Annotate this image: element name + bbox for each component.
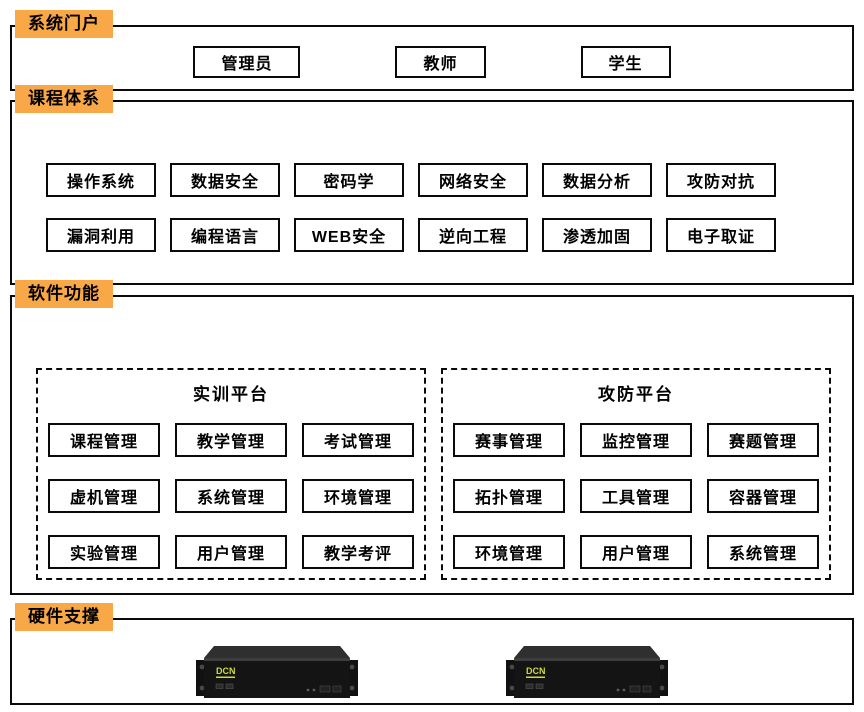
course-item-operating-systems: 操作系统	[46, 163, 156, 197]
training-platform-group: 实训平台 课程管理 教学管理 考试管理 虚机管理 系统管理 环境管理 实验管理 …	[36, 368, 426, 580]
ad-item-monitoring-mgmt: 监控管理	[580, 423, 692, 457]
portal-roles-row: 管理员 教师 学生	[12, 46, 852, 78]
training-item-exam-mgmt: 考试管理	[302, 423, 414, 457]
dcn-logo: DCN	[526, 666, 546, 676]
course-item-penetration-hardening: 渗透加固	[542, 218, 652, 252]
ad-item-environment-mgmt: 环境管理	[453, 535, 565, 569]
portal-section: 系统门户 管理员 教师 学生	[10, 10, 854, 91]
course-item-cryptography: 密码学	[294, 163, 404, 197]
hardware-section: 硬件支撑 DCN	[10, 603, 854, 705]
ad-item-topology-mgmt: 拓扑管理	[453, 479, 565, 513]
portal-section-label: 系统门户	[15, 10, 113, 38]
course-item-data-analysis: 数据分析	[542, 163, 652, 197]
course-item-digital-forensics: 电子取证	[666, 218, 776, 252]
hardware-section-label: 硬件支撑	[15, 603, 113, 631]
course-item-programming-languages: 编程语言	[170, 218, 280, 252]
course-item-data-security: 数据安全	[170, 163, 280, 197]
attack-defense-platform-title: 攻防平台	[598, 385, 674, 404]
training-item-course-mgmt: 课程管理	[48, 423, 160, 457]
training-item-teaching-mgmt: 教学管理	[175, 423, 287, 457]
software-section: 软件功能 实训平台 课程管理 教学管理 考试管理 虚机管理 系统管理 环境管理 …	[10, 280, 854, 595]
ad-item-user-mgmt: 用户管理	[580, 535, 692, 569]
portal-role-student: 学生	[580, 46, 671, 78]
training-item-teaching-evaluation: 教学考评	[302, 535, 414, 569]
server-row: DCN DCN	[12, 620, 852, 702]
ad-item-container-mgmt: 容器管理	[707, 479, 819, 513]
course-item-attack-defense: 攻防对抗	[666, 163, 776, 197]
course-item-web-security: WEB安全	[294, 218, 404, 252]
course-item-reverse-engineering: 逆向工程	[418, 218, 528, 252]
training-item-user-mgmt: 用户管理	[175, 535, 287, 569]
ad-item-system-mgmt: 系统管理	[707, 535, 819, 569]
training-item-environment-mgmt: 环境管理	[302, 479, 414, 513]
rack-server-image-1: DCN	[196, 646, 358, 698]
training-platform-title: 实训平台	[193, 385, 269, 404]
attack-defense-platform-group: 攻防平台 赛事管理 监控管理 赛题管理 拓扑管理 工具管理 容器管理 环境管理 …	[441, 368, 831, 580]
portal-role-teacher: 教师	[395, 46, 486, 78]
training-platform-grid: 课程管理 教学管理 考试管理 虚机管理 系统管理 环境管理 实验管理 用户管理 …	[38, 423, 424, 569]
courses-row-2: 漏洞利用 编程语言 WEB安全 逆向工程 渗透加固 电子取证	[12, 218, 852, 252]
ad-item-challenge-mgmt: 赛题管理	[707, 423, 819, 457]
ad-item-competition-mgmt: 赛事管理	[453, 423, 565, 457]
course-item-network-security: 网络安全	[418, 163, 528, 197]
portal-role-admin: 管理员	[193, 46, 301, 78]
course-item-vulnerability-exploitation: 漏洞利用	[46, 218, 156, 252]
training-item-experiment-mgmt: 实验管理	[48, 535, 160, 569]
dcn-logo: DCN	[216, 666, 236, 676]
ad-item-tool-mgmt: 工具管理	[580, 479, 692, 513]
software-section-label: 软件功能	[15, 280, 113, 308]
training-item-system-mgmt: 系统管理	[175, 479, 287, 513]
courses-section-label: 课程体系	[15, 85, 113, 113]
training-item-vm-mgmt: 虚机管理	[48, 479, 160, 513]
courses-row-1: 操作系统 数据安全 密码学 网络安全 数据分析 攻防对抗	[12, 163, 852, 197]
rack-server-image-2: DCN	[506, 646, 668, 698]
attack-defense-platform-grid: 赛事管理 监控管理 赛题管理 拓扑管理 工具管理 容器管理 环境管理 用户管理 …	[443, 423, 829, 569]
courses-section: 课程体系 操作系统 数据安全 密码学 网络安全 数据分析 攻防对抗 漏洞利用 编…	[10, 85, 854, 285]
